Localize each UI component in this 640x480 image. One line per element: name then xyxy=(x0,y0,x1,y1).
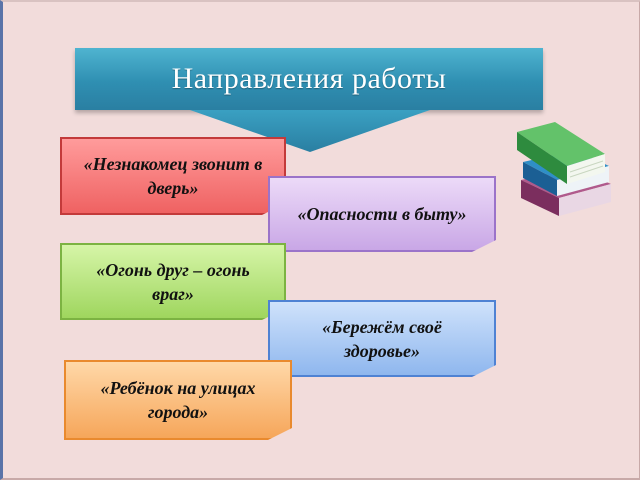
note-health: «Бережём своё здоровье» xyxy=(268,300,496,377)
note-fire-text: «Огонь друг – огонь враг» xyxy=(96,259,250,304)
title-banner: Направления работы xyxy=(75,48,543,110)
note-stranger: «Незнакомец звонит в дверь» xyxy=(60,137,286,215)
books-icon xyxy=(517,122,611,216)
note-fire: «Огонь друг – огонь враг» xyxy=(60,243,286,320)
note-home-dangers: «Опасности в быту» xyxy=(268,176,496,252)
down-arrow-icon xyxy=(190,110,430,152)
note-home-dangers-text: «Опасности в быту» xyxy=(297,204,467,224)
note-health-text: «Бережём своё здоровье» xyxy=(322,316,442,361)
page-title: Направления работы xyxy=(171,62,447,95)
note-streets: «Ребёнок на улицах города» xyxy=(64,360,292,440)
note-stranger-text: «Незнакомец звонит в дверь» xyxy=(83,154,263,198)
note-streets-text: «Ребёнок на улицах города» xyxy=(100,378,256,422)
